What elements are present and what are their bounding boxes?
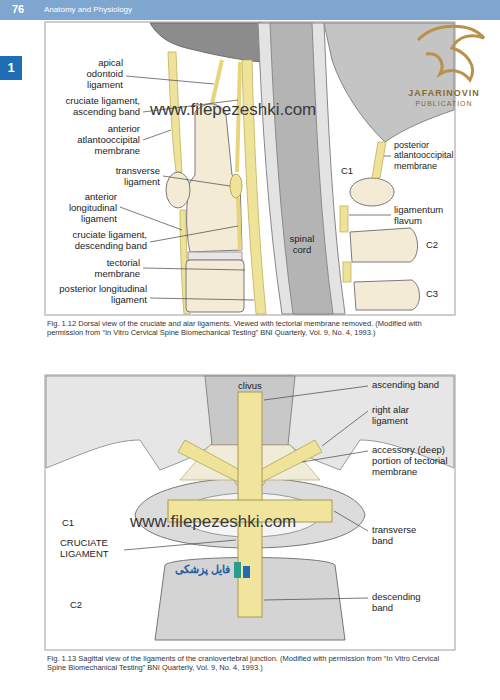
dura-sac [258, 23, 345, 314]
alar-ligament [260, 440, 322, 482]
clivus-bone [150, 23, 262, 62]
chapter-tab [0, 56, 22, 80]
running-header: Anatomy and Physiology [44, 5, 244, 14]
watermark: www.filepezeshki.com [130, 512, 330, 532]
part-label: clivus [225, 381, 275, 392]
leader-line [322, 411, 368, 446]
page-number: 76 [12, 3, 42, 16]
leader-line [163, 176, 230, 186]
part-label: apical odontoid ligament [68, 58, 123, 91]
leader-line [126, 76, 214, 84]
figure-frame [45, 22, 455, 315]
c3-spinous-process [354, 280, 420, 310]
watermark: فایل پزشکی [150, 563, 230, 576]
leader-line [143, 268, 245, 270]
part-label: cruciate ligament, descending band [47, 230, 147, 252]
chapter-number: 1 [0, 61, 22, 76]
cruciate-descending-band [238, 198, 240, 250]
part-label: spinal cord [282, 234, 322, 256]
leader-lines [124, 386, 368, 600]
part-label: anterior longitudinal ligament [47, 192, 117, 225]
spinal-cord-shape [270, 23, 333, 314]
publisher-logo [418, 26, 484, 80]
vertebra-label: C2 [70, 600, 90, 611]
part-label: ascending band [372, 380, 452, 391]
posterior-atlantooccipital-membrane-strip [372, 142, 386, 178]
leader-lines [120, 76, 391, 300]
part-label: transverse band [372, 525, 432, 547]
part-label: cruciate ligament, ascending band [47, 96, 140, 118]
vertebra-label: C2 [426, 240, 446, 251]
vertebra-label: C1 [341, 166, 357, 177]
part-label: descending band [372, 592, 432, 614]
leader-line [302, 451, 368, 462]
tectorial-membrane-strip [242, 60, 266, 314]
watermark-icon [234, 562, 241, 578]
leader-line [264, 598, 368, 600]
c1-posterior-arch [350, 178, 394, 206]
transverse-ligament-shape [230, 174, 242, 198]
part-label: posterior longitudinal ligament [47, 284, 147, 306]
vertebra-label: C3 [426, 289, 446, 300]
leader-line [150, 226, 238, 242]
watermark-icon [243, 566, 250, 578]
ligamentum-flavum-shape [343, 262, 351, 282]
dens-c2-body [187, 104, 242, 252]
publisher-name: JAFARINOVIN [396, 88, 492, 98]
part-label: transverse ligament [100, 166, 160, 188]
intervertebral-disc [188, 252, 242, 260]
leader-line [120, 207, 182, 230]
leader-line [124, 540, 236, 550]
part-label: tectorial membrane [80, 258, 140, 280]
header-bar [0, 0, 500, 20]
figure-caption: Fig. 1.13 Sagittal view of the ligaments… [47, 655, 453, 672]
leader-line [334, 511, 368, 531]
figure-caption: Fig. 1.12 Dorsal view of the cruciate an… [47, 320, 453, 337]
apical-ligament [212, 60, 222, 104]
part-label: right alar ligament [372, 405, 432, 427]
leader-line [264, 386, 368, 400]
part-label: anterior atlantooccipital membrane [47, 124, 140, 157]
occipital-bone [324, 23, 454, 142]
vertebra-label: C1 [62, 518, 82, 529]
part-label: posterior atlantooccipital membrane [394, 140, 454, 171]
alar-ligament [178, 440, 240, 482]
publisher-tagline: PUBLICATION [396, 100, 492, 108]
c1-anterior-arch [166, 172, 190, 208]
leader-line [150, 298, 254, 300]
c2-spinous-process [350, 228, 418, 262]
leader-line [384, 156, 391, 157]
part-label: ligamentum flavum [394, 205, 454, 227]
part-label: CRUCIATE LIGAMENT [60, 538, 122, 560]
part-label: accessory (deep) portion of tectorial me… [372, 445, 452, 478]
leader-line [349, 215, 391, 216]
watermark: www.filepezeshki.com [150, 100, 350, 120]
c3-body [186, 260, 244, 312]
ligamentum-flavum-shape [340, 206, 348, 232]
leader-line [143, 130, 171, 140]
figure-frame [45, 375, 455, 650]
